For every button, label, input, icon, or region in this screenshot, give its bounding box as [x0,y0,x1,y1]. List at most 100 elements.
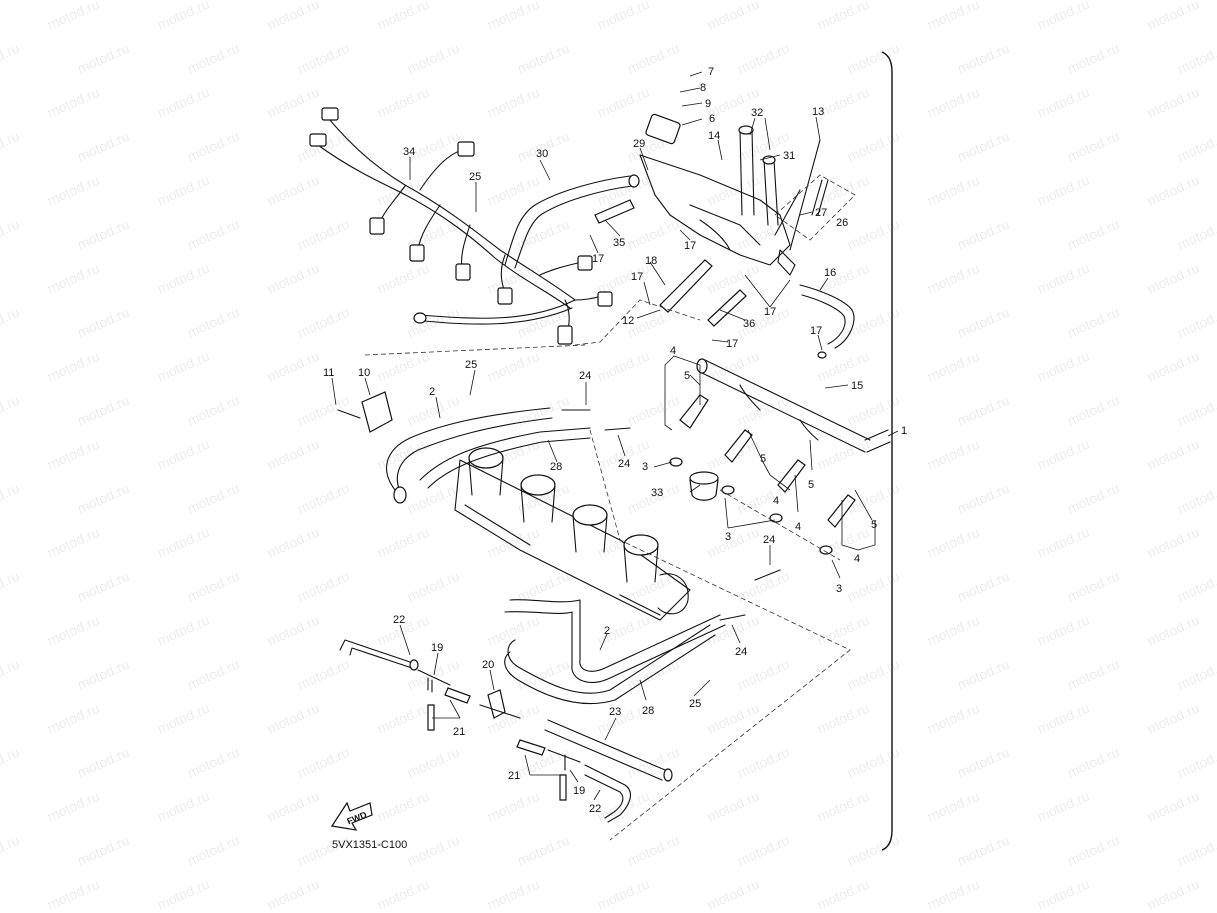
watermark-text: motod.ru [75,392,132,429]
callout-4: 4 [854,553,860,565]
watermark-text: motod.ru [405,568,462,605]
watermark-text: motod.ru [265,524,322,561]
watermark-text: motod.ru [595,348,652,385]
watermark-text: motod.ru [45,84,102,121]
watermark-text: motod.ru [515,656,572,693]
joint-19-upper [417,669,451,693]
watermark-text: motod.ru [155,876,212,913]
watermark-text: motod.ru [45,348,102,385]
watermark-text: motod.ru [155,612,212,649]
callout-3: 3 [642,461,648,473]
watermark-text: motod.ru [925,260,982,297]
hoses-21-left [427,687,471,731]
watermark-text: motod.ru [1175,304,1217,341]
watermark-text: motod.ru [155,0,212,33]
watermark-text: motod.ru [295,568,352,605]
watermark-text: motod.ru [375,876,432,913]
callout-24: 24 [618,458,630,470]
watermark-text: motod.ru [1145,0,1202,33]
watermark-text: motod.ru [45,172,102,209]
watermark-text: motod.ru [75,128,132,165]
watermark-text: motod.ru [625,744,682,781]
watermark-text: motod.ru [1145,612,1202,649]
fittings-24 [561,409,781,621]
watermark-text: motod.ru [515,832,572,869]
watermark-text: motod.ru [75,40,132,77]
watermark-text: motod.ru [955,392,1012,429]
watermark-text: motod.ru [515,216,572,253]
watermark-text: motod.ru [625,216,682,253]
watermark-text: motod.ru [955,304,1012,341]
dashed-outline-right [719,489,841,561]
watermark-text: motod.ru [485,84,542,121]
callout-3: 3 [725,531,731,543]
watermark-text: motod.ru [845,568,902,605]
watermark-text: motod.ru [295,216,352,253]
injectors [669,394,856,555]
watermark-text: motod.ru [1145,436,1202,473]
watermark-text: motod.ru [845,832,902,869]
watermark-text: motod.ru [1035,84,1092,121]
callout-11: 11 [323,367,334,379]
callout-29: 29 [633,138,645,150]
callout-21: 21 [508,770,520,782]
watermark-text: motod.ru [1035,172,1092,209]
watermark-text: motod.ru [955,128,1012,165]
callout-6: 6 [709,113,715,125]
dashed-outline-left [364,344,586,356]
hose-2-upper [386,407,553,504]
watermark-text: motod.ru [845,128,902,165]
callout-36: 36 [743,318,755,330]
watermark-text: motod.ru [485,612,542,649]
callout-17: 17 [726,338,738,350]
watermark-text: motod.ru [375,84,432,121]
callout-13: 13 [812,106,824,118]
callout-10: 10 [358,367,370,379]
watermark-text: motod.ru [1175,568,1217,605]
callout-24: 24 [735,646,747,658]
watermark-text: motod.ru [955,832,1012,869]
callout-2: 2 [604,625,610,637]
map-sensor-10 [337,391,393,433]
callout-5: 5 [684,370,690,382]
watermark-text: motod.ru [405,832,462,869]
watermark-text: motod.ru [925,612,982,649]
watermark-text: motod.ru [375,524,432,561]
hose-2-lower [504,599,726,683]
throttle-bodies [454,447,691,621]
callout-28: 28 [642,705,654,717]
callout-26: 26 [836,217,848,229]
watermark-text: motod.ru [955,568,1012,605]
watermark-text: motod.ru [155,436,212,473]
watermark-text: motod.ru [375,788,432,825]
watermark-text: motod.ru [735,656,792,693]
watermark-text: motod.ru [295,480,352,517]
watermark-text: motod.ru [1175,392,1217,429]
watermark-text: motod.ru [185,304,242,341]
callout-19: 19 [573,785,585,797]
hose-28-upper [419,427,591,489]
watermark-text: motod.ru [1035,0,1092,33]
callout-5: 5 [871,519,877,531]
watermark-text: motod.ru [1175,744,1217,781]
watermark-text: motod.ru [845,392,902,429]
watermark-text: motod.ru [185,40,242,77]
watermark-text: motod.ru [925,84,982,121]
watermark-text: motod.ru [295,392,352,429]
watermark-text: motod.ru [45,788,102,825]
watermark-text: motod.ru [485,348,542,385]
watermark-text: motod.ru [705,260,762,297]
watermark-text: motod.ru [405,480,462,517]
callout-32: 32 [751,107,763,119]
watermark-text: motod.ru [815,700,872,737]
callout-17: 17 [684,240,696,252]
assembly-bracket [881,51,893,851]
watermark-text: motod.ru [185,744,242,781]
callout-27: 27 [815,207,827,219]
watermark-text: motod.ru [45,876,102,913]
watermark-text: motod.ru [185,480,242,517]
watermark-text: motod.ru [45,524,102,561]
watermark-text: motod.ru [925,700,982,737]
